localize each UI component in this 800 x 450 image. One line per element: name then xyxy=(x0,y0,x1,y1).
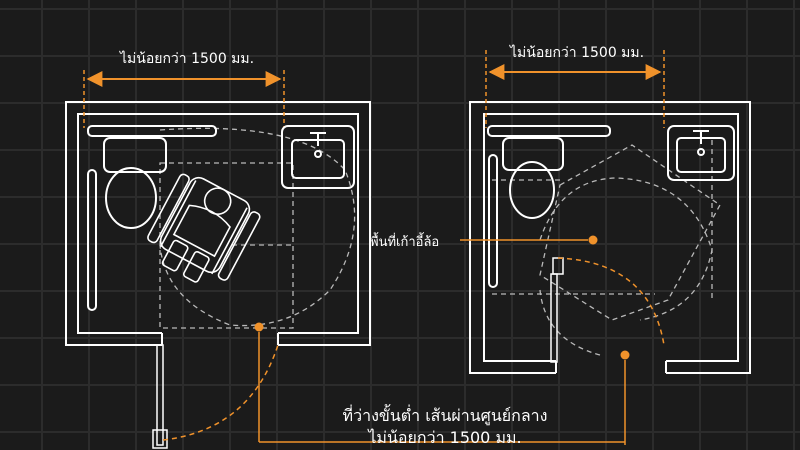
wheelchair-area-marker xyxy=(588,235,598,245)
caption-line-2: ไม่น้อยกว่า 1500 มม. xyxy=(368,428,522,447)
left-dimension xyxy=(83,70,285,128)
sink-icon xyxy=(667,125,735,181)
wheelchair-icon xyxy=(147,173,261,283)
caption-line-1: ที่ว่างขั้นต่ำ เส้นผ่านศูนย์กลาง xyxy=(342,406,548,425)
sink-icon xyxy=(281,125,355,189)
grab-bar-icon xyxy=(87,169,97,311)
right-walls xyxy=(469,101,751,374)
door-icon xyxy=(550,257,665,363)
wheelchair-area-label: พื้นที่เก้าอี้ล้อ xyxy=(370,235,440,250)
door-icon xyxy=(152,344,279,449)
toilet-icon xyxy=(487,125,611,219)
dimension-label-right: ไม่น้อยกว่า 1500 มม. xyxy=(510,45,645,61)
left-center-marker xyxy=(254,322,264,332)
dimension-label-left: ไม่น้อยกว่า 1500 มม. xyxy=(120,51,255,67)
right-plan xyxy=(460,50,751,445)
toilet-icon xyxy=(87,125,217,229)
right-dimension xyxy=(485,50,665,128)
grab-bar-icon xyxy=(488,154,498,288)
right-center-marker xyxy=(620,350,630,360)
left-plan xyxy=(65,70,371,449)
caption: ที่ว่างขั้นต่ำ เส้นผ่านศูนย์กลาง ไม่น้อย… xyxy=(300,405,590,449)
left-walls xyxy=(65,101,371,346)
